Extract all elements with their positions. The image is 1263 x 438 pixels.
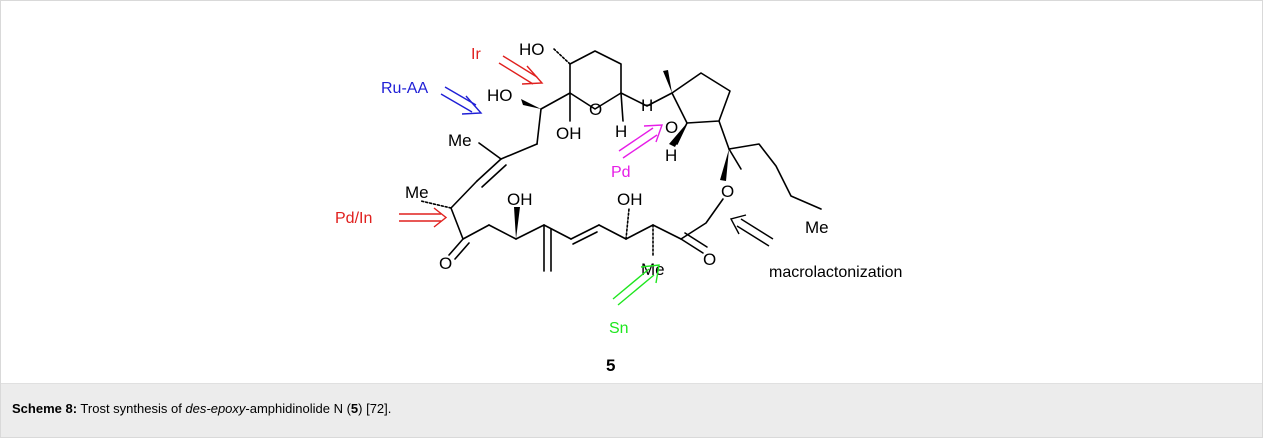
retro-arrow-macrolactonization xyxy=(729,214,774,247)
caption-text-2: -amphidinolide N ( xyxy=(245,401,351,416)
wedge-h-thf-top xyxy=(663,70,672,93)
caption-bar: Scheme 8: Trost synthesis of des-epoxy-a… xyxy=(1,383,1262,437)
atom-o-ester-carbonyl: O xyxy=(703,250,716,269)
disconnection-ru-aa: Ru-AA xyxy=(381,80,483,115)
atom-o-thf: O xyxy=(665,118,678,137)
molecule-bonds xyxy=(420,48,822,272)
atom-o-pyran: O xyxy=(589,100,602,119)
disconnection-macrolactonization: macrolactonization xyxy=(729,214,902,281)
label-pd-in: Pd/In xyxy=(335,210,372,227)
wedge-oh-left xyxy=(514,207,520,239)
structure-drawing: HO HO OH O H H O H Me Me OH OH O O O Me … xyxy=(335,40,902,375)
atom-me-alkene: Me xyxy=(448,131,472,150)
atom-h-thf: H xyxy=(665,146,677,165)
wedge-h-thf xyxy=(669,123,687,147)
retro-arrow-pd xyxy=(618,124,664,159)
atom-oh-hemiketal: OH xyxy=(556,124,582,143)
disconnection-sn: Sn xyxy=(609,264,660,337)
atom-me-c4: Me xyxy=(405,183,429,202)
retro-arrow-sn xyxy=(612,264,660,306)
caption-italic: des-epoxy xyxy=(185,401,246,416)
atom-h-pyran-bottom: H xyxy=(615,122,627,141)
atom-ho-top: HO xyxy=(519,40,545,59)
atom-o-ester-ring: O xyxy=(721,182,734,201)
caption-text-3: ) [72]. xyxy=(358,401,392,416)
wedge-ester-o xyxy=(720,149,729,181)
compound-number: 5 xyxy=(606,356,615,375)
atom-oh-left: OH xyxy=(507,190,533,209)
disconnection-pd-in: Pd/In xyxy=(335,207,448,228)
label-ir: Ir xyxy=(471,46,481,63)
atom-oh-right: OH xyxy=(617,190,643,209)
retro-arrow-pd-in xyxy=(399,207,448,228)
retro-arrow-ir xyxy=(498,55,544,85)
caption-compound: 5 xyxy=(350,401,359,416)
atom-me-butyl: Me xyxy=(805,218,829,237)
label-sn: Sn xyxy=(609,320,629,337)
label-macrolactonization: macrolactonization xyxy=(769,264,902,281)
label-ru-aa: Ru-AA xyxy=(381,80,428,97)
label-pd: Pd xyxy=(611,164,631,181)
wedge-ho-left xyxy=(521,99,541,109)
caption-text-1: Trost synthesis of xyxy=(77,401,186,416)
figure-caption: Scheme 8: Trost synthesis of des-epoxy-a… xyxy=(12,400,391,418)
atom-h-pyran-top: H xyxy=(641,96,653,115)
disconnection-pd: Pd xyxy=(611,124,664,181)
atom-ho-left: HO xyxy=(487,86,513,105)
caption-scheme-label: Scheme 8: xyxy=(12,401,78,416)
reaction-scheme: HO HO OH O H H O H Me Me OH OH O O O Me … xyxy=(1,1,1262,383)
stereo-wedges xyxy=(514,70,729,239)
retro-arrow-ru-aa xyxy=(440,86,483,115)
atom-o-ketone: O xyxy=(439,254,452,273)
disconnection-ir: Ir xyxy=(471,46,544,85)
